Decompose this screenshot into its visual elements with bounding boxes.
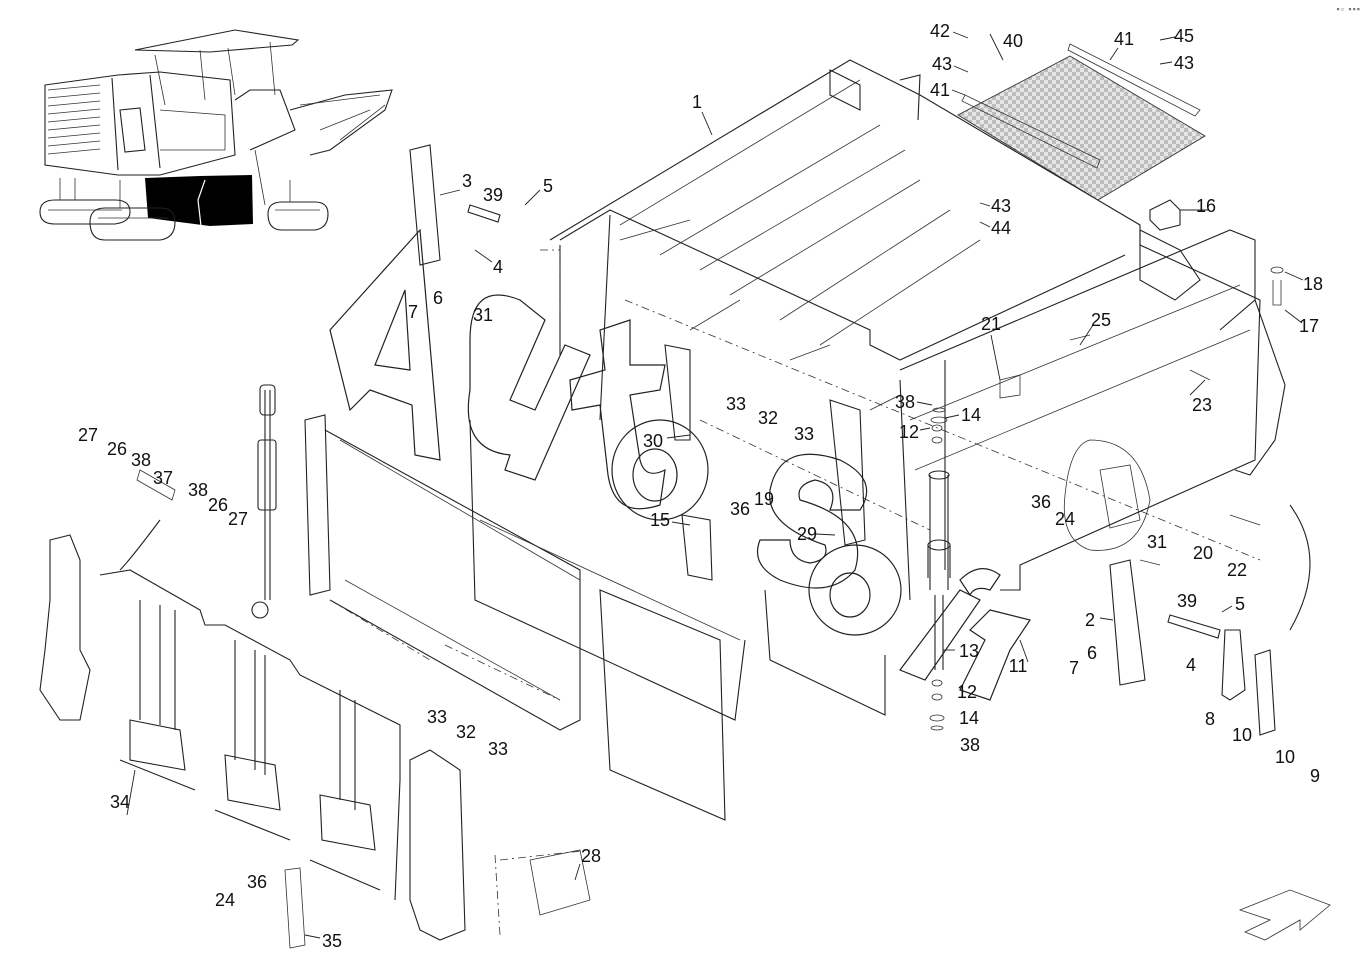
- part-callout-38[interactable]: 38: [187, 480, 209, 500]
- part-callout-22[interactable]: 22: [1226, 560, 1248, 580]
- floor-plate: [957, 43, 1206, 201]
- part-callout-38[interactable]: 38: [130, 450, 152, 470]
- part-callout-38[interactable]: 38: [894, 392, 916, 412]
- main-frame: [549, 59, 1286, 601]
- part-callout-40[interactable]: 40: [1002, 31, 1024, 51]
- part-callout-27[interactable]: 27: [227, 509, 249, 529]
- part-callout-23[interactable]: 23: [1191, 395, 1213, 415]
- window-controls-icon: ▪▫ ▪▪▪: [1336, 4, 1361, 14]
- part-callout-25[interactable]: 25: [1090, 310, 1112, 330]
- part-callout-33[interactable]: 33: [725, 394, 747, 414]
- part-callout-38[interactable]: 38: [959, 735, 981, 755]
- part-callout-14[interactable]: 14: [958, 708, 980, 728]
- part-callout-43[interactable]: 43: [931, 54, 953, 74]
- center-column: [927, 407, 951, 731]
- part-callout-19[interactable]: 19: [753, 489, 775, 509]
- part-callout-36[interactable]: 36: [246, 872, 268, 892]
- part-callout-42[interactable]: 42: [929, 21, 951, 41]
- part-callout-24[interactable]: 24: [1054, 509, 1076, 529]
- part-callout-4[interactable]: 4: [1185, 655, 1197, 675]
- part-callout-12[interactable]: 12: [898, 422, 920, 442]
- part-callout-24[interactable]: 24: [214, 890, 236, 910]
- hardware-parts: [119, 144, 1331, 949]
- part-callout-5[interactable]: 5: [542, 176, 554, 196]
- part-callout-15[interactable]: 15: [649, 510, 671, 530]
- part-callout-12[interactable]: 12: [956, 682, 978, 702]
- part-callout-8[interactable]: 8: [1204, 709, 1216, 729]
- part-callout-9[interactable]: 9: [1309, 766, 1321, 786]
- part-callout-26[interactable]: 26: [207, 495, 229, 515]
- part-callout-18[interactable]: 18: [1302, 274, 1324, 294]
- part-callout-1[interactable]: 1: [691, 92, 703, 112]
- part-callout-39[interactable]: 39: [482, 185, 504, 205]
- part-callout-17[interactable]: 17: [1298, 316, 1320, 336]
- part-callout-34[interactable]: 34: [109, 792, 131, 812]
- part-callout-10[interactable]: 10: [1231, 725, 1253, 745]
- part-callout-6[interactable]: 6: [1086, 643, 1098, 663]
- part-callout-31[interactable]: 31: [1146, 532, 1168, 552]
- part-callout-33[interactable]: 33: [426, 707, 448, 727]
- part-callout-21[interactable]: 21: [980, 314, 1002, 334]
- machine-overview-thumbnail: [39, 29, 393, 241]
- part-callout-43[interactable]: 43: [1173, 53, 1195, 73]
- part-callout-36[interactable]: 36: [1030, 492, 1052, 512]
- part-callout-31[interactable]: 31: [472, 305, 494, 325]
- part-callout-27[interactable]: 27: [77, 425, 99, 445]
- part-callout-14[interactable]: 14: [960, 405, 982, 425]
- part-callout-2[interactable]: 2: [1084, 610, 1096, 630]
- part-callout-11[interactable]: 11: [1008, 656, 1028, 676]
- rear-panels: [304, 344, 886, 821]
- lower-frame: [39, 384, 466, 941]
- part-callout-4[interactable]: 4: [492, 257, 504, 277]
- part-callout-41[interactable]: 41: [1113, 29, 1135, 49]
- part-callout-36[interactable]: 36: [729, 499, 751, 519]
- part-callout-29[interactable]: 29: [796, 524, 818, 544]
- part-callout-20[interactable]: 20: [1192, 543, 1214, 563]
- part-callout-7[interactable]: 7: [407, 302, 419, 322]
- part-callout-3[interactable]: 3: [461, 171, 473, 191]
- part-callout-16[interactable]: 16: [1195, 196, 1217, 216]
- part-callout-41[interactable]: 41: [929, 80, 951, 100]
- part-callout-10[interactable]: 10: [1274, 747, 1296, 767]
- part-callout-33[interactable]: 33: [487, 739, 509, 759]
- part-callout-7[interactable]: 7: [1068, 658, 1080, 678]
- part-callout-26[interactable]: 26: [106, 439, 128, 459]
- part-callout-35[interactable]: 35: [321, 931, 343, 951]
- part-callout-33[interactable]: 33: [793, 424, 815, 444]
- part-callout-32[interactable]: 32: [455, 722, 477, 742]
- part-callout-37[interactable]: 37: [152, 468, 174, 488]
- watermark-autosoft: [329, 228, 1031, 701]
- part-callout-44[interactable]: 44: [990, 218, 1012, 238]
- part-callout-45[interactable]: 45: [1173, 26, 1195, 46]
- part-callout-39[interactable]: 39: [1176, 591, 1198, 611]
- part-callout-30[interactable]: 30: [642, 431, 664, 451]
- part-callout-13[interactable]: 13: [958, 641, 980, 661]
- part-callout-32[interactable]: 32: [757, 408, 779, 428]
- leader-lines: [126, 31, 1304, 939]
- part-callout-6[interactable]: 6: [432, 288, 444, 308]
- part-callout-28[interactable]: 28: [580, 846, 602, 866]
- part-callout-5[interactable]: 5: [1234, 594, 1246, 614]
- part-callout-43[interactable]: 43: [990, 196, 1012, 216]
